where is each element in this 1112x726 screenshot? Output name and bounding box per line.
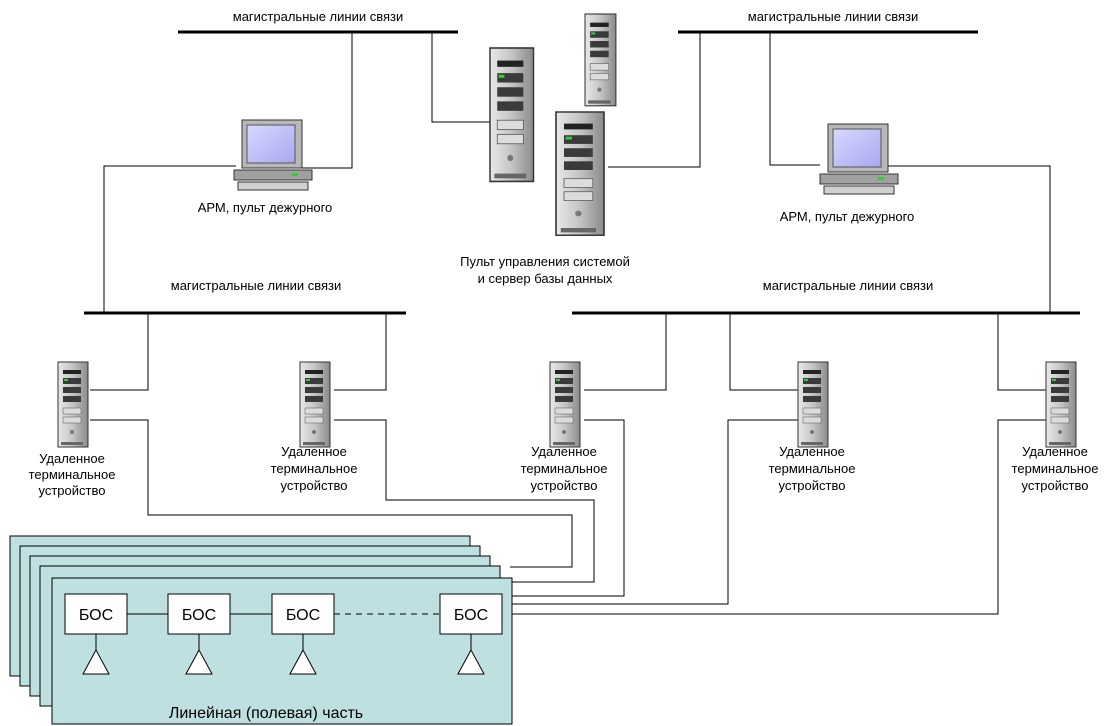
- rtu-1: Удаленное терминальное устройство: [29, 361, 116, 498]
- monitor-icon: [819, 123, 899, 195]
- control-center-label-line1: Пульт управления системой: [460, 254, 630, 269]
- rtu-label-line3: устройство: [39, 483, 106, 498]
- control-center: [489, 13, 617, 237]
- bus-label-mid-left: магистральные линии связи: [171, 278, 342, 293]
- control-center-label-line2: и сервер базы данных: [478, 271, 613, 286]
- rtu-label-line1: Удаленное: [281, 444, 347, 459]
- bus-label-mid-right: магистральные линии связи: [763, 278, 934, 293]
- bos-node-2: БОС: [167, 593, 231, 635]
- server-tower-icon: [584, 13, 617, 107]
- bos-node-1: БОС: [64, 593, 128, 635]
- field-part-label: Линейная (полевая) часть: [169, 705, 363, 722]
- rtu-4: Удаленное терминальное устройство: [769, 361, 856, 493]
- bos-label: БОС: [79, 607, 113, 624]
- server-tower-icon: [797, 361, 829, 448]
- bos-label: БОС: [454, 607, 488, 624]
- workstation-label-right: АРМ, пульт дежурного: [780, 209, 915, 224]
- rtu-label-line2: терминальное: [271, 461, 358, 476]
- rtu-2: Удаленное терминальное устройство: [271, 361, 358, 493]
- rtu-label-line3: устройство: [1022, 478, 1089, 493]
- rtu-label-line2: терминальное: [1012, 461, 1099, 476]
- server-tower-icon: [57, 361, 89, 448]
- rtu-label-line2: терминальное: [29, 467, 116, 482]
- monitor-icon: [233, 119, 313, 191]
- bus-label-top-right: магистральные линии связи: [748, 9, 919, 24]
- bos-node-3: БОС: [271, 593, 335, 635]
- bus-label-top-left: магистральные линии связи: [233, 9, 404, 24]
- rtu-label-line3: устройство: [531, 478, 598, 493]
- rtu-label-line3: устройство: [779, 478, 846, 493]
- rtu-label-line1: Удаленное: [1022, 444, 1088, 459]
- bos-label: БОС: [182, 607, 216, 624]
- rtu-label-line1: Удаленное: [531, 444, 597, 459]
- rtu-label-line3: устройство: [281, 478, 348, 493]
- server-tower-icon: [299, 361, 331, 448]
- workstation-label-left: АРМ, пульт дежурного: [198, 200, 333, 215]
- rtu-5: Удаленное терминальное устройство: [1012, 361, 1099, 493]
- rtu-label-line2: терминальное: [769, 461, 856, 476]
- rtu-label-line1: Удаленное: [779, 444, 845, 459]
- rtu-label-line2: терминальное: [521, 461, 608, 476]
- server-tower-icon: [555, 111, 605, 237]
- server-tower-icon: [489, 47, 535, 183]
- bos-node-4: БОС: [439, 593, 503, 635]
- bos-label: БОС: [286, 607, 320, 624]
- server-tower-icon: [1045, 361, 1077, 448]
- rtu-label-line1: Удаленное: [39, 451, 105, 466]
- rtu-3: Удаленное терминальное устройство: [521, 361, 608, 493]
- server-tower-icon: [549, 361, 581, 448]
